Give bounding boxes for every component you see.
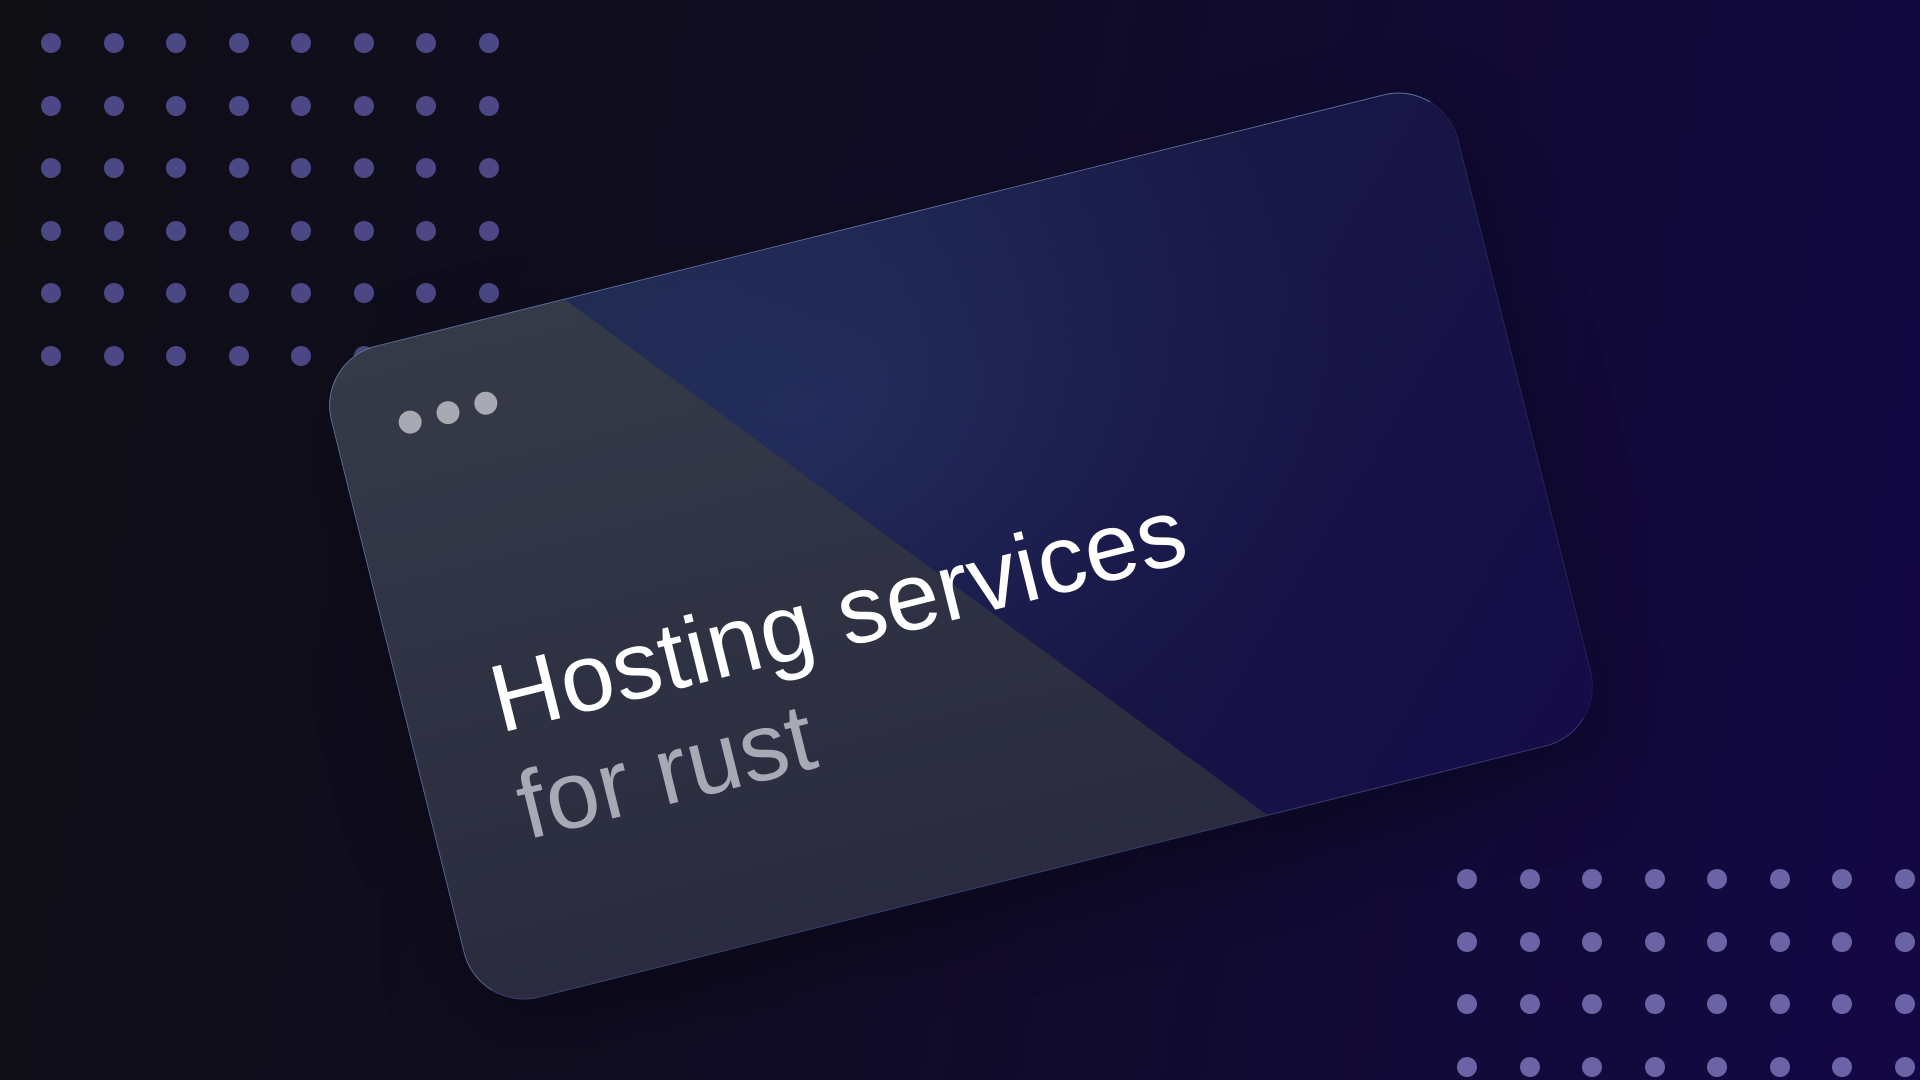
decorative-dot (1707, 869, 1727, 889)
decorative-dot (416, 95, 436, 116)
decorative-dot (1644, 1056, 1665, 1077)
decorative-dot (41, 158, 61, 178)
decorative-dot (1769, 1056, 1790, 1077)
decorative-dot (353, 220, 374, 241)
decorative-dot (291, 283, 311, 303)
decorative-dot (291, 158, 311, 178)
decorative-dot (1769, 994, 1790, 1014)
decorative-dot (478, 283, 499, 303)
decorative-dot (1457, 1056, 1477, 1077)
decorative-dot (41, 345, 61, 366)
decorative-dot (1707, 931, 1727, 952)
decorative-dot (1457, 869, 1477, 889)
decorative-dot (478, 95, 499, 116)
decorative-dot (103, 283, 124, 303)
decorative-dot (1582, 1056, 1602, 1077)
decorative-dot (103, 158, 124, 178)
decorative-dot (1582, 931, 1602, 952)
decorative-dot (1832, 931, 1852, 952)
decorative-dot (478, 33, 499, 53)
decorative-dot (166, 283, 186, 303)
decorative-dot (1457, 931, 1477, 952)
decorative-dot (416, 220, 436, 241)
decorative-dot (1644, 869, 1665, 889)
decorative-dot (353, 33, 374, 53)
decorative-dot (228, 345, 249, 366)
decorative-dot (228, 33, 249, 53)
hero-card: Hosting services for rust (315, 79, 1607, 1013)
decorative-dot (1644, 994, 1665, 1014)
decorative-dot (41, 95, 61, 116)
decorative-dot (416, 158, 436, 178)
decorative-dot (1769, 869, 1790, 889)
decorative-dot (1894, 994, 1915, 1014)
decorative-dot-grid-top-left (41, 33, 499, 366)
decorative-dot (228, 283, 249, 303)
decorative-dot (41, 220, 61, 241)
decorative-dot-grid-bottom-right (1457, 869, 1915, 1077)
decorative-dot (103, 345, 124, 366)
decorative-dot (1832, 994, 1852, 1014)
decorative-dot (1519, 1056, 1540, 1077)
decorative-dot (228, 158, 249, 178)
decorative-dot (1582, 869, 1602, 889)
decorative-dot (1519, 869, 1540, 889)
decorative-dot (1519, 931, 1540, 952)
decorative-dot (1519, 994, 1540, 1014)
decorative-dot (41, 33, 61, 53)
decorative-dot (416, 283, 436, 303)
decorative-dot (1707, 994, 1727, 1014)
decorative-dot (291, 95, 311, 116)
decorative-dot (1582, 994, 1602, 1014)
decorative-dot (103, 33, 124, 53)
decorative-dot (353, 158, 374, 178)
decorative-dot (103, 220, 124, 241)
decorative-dot (1894, 1056, 1915, 1077)
decorative-dot (166, 158, 186, 178)
decorative-dot (1644, 931, 1665, 952)
decorative-dot (416, 33, 436, 53)
decorative-dot (353, 95, 374, 116)
decorative-dot (166, 95, 186, 116)
decorative-dot (1832, 1056, 1852, 1077)
decorative-dot (228, 220, 249, 241)
decorative-dot (1832, 869, 1852, 889)
decorative-dot (291, 33, 311, 53)
decorative-dot (353, 283, 374, 303)
decorative-dot (1707, 1056, 1727, 1077)
decorative-dot (166, 220, 186, 241)
decorative-dot (1457, 994, 1477, 1014)
decorative-dot (291, 220, 311, 241)
decorative-dot (103, 95, 124, 116)
decorative-dot (1769, 931, 1790, 952)
decorative-dot (1894, 869, 1915, 889)
decorative-dot (166, 33, 186, 53)
decorative-dot (41, 283, 61, 303)
decorative-dot (166, 345, 186, 366)
decorative-dot (228, 95, 249, 116)
decorative-dot (478, 220, 499, 241)
decorative-dot (291, 345, 311, 366)
decorative-dot (478, 158, 499, 178)
decorative-dot (1894, 931, 1915, 952)
